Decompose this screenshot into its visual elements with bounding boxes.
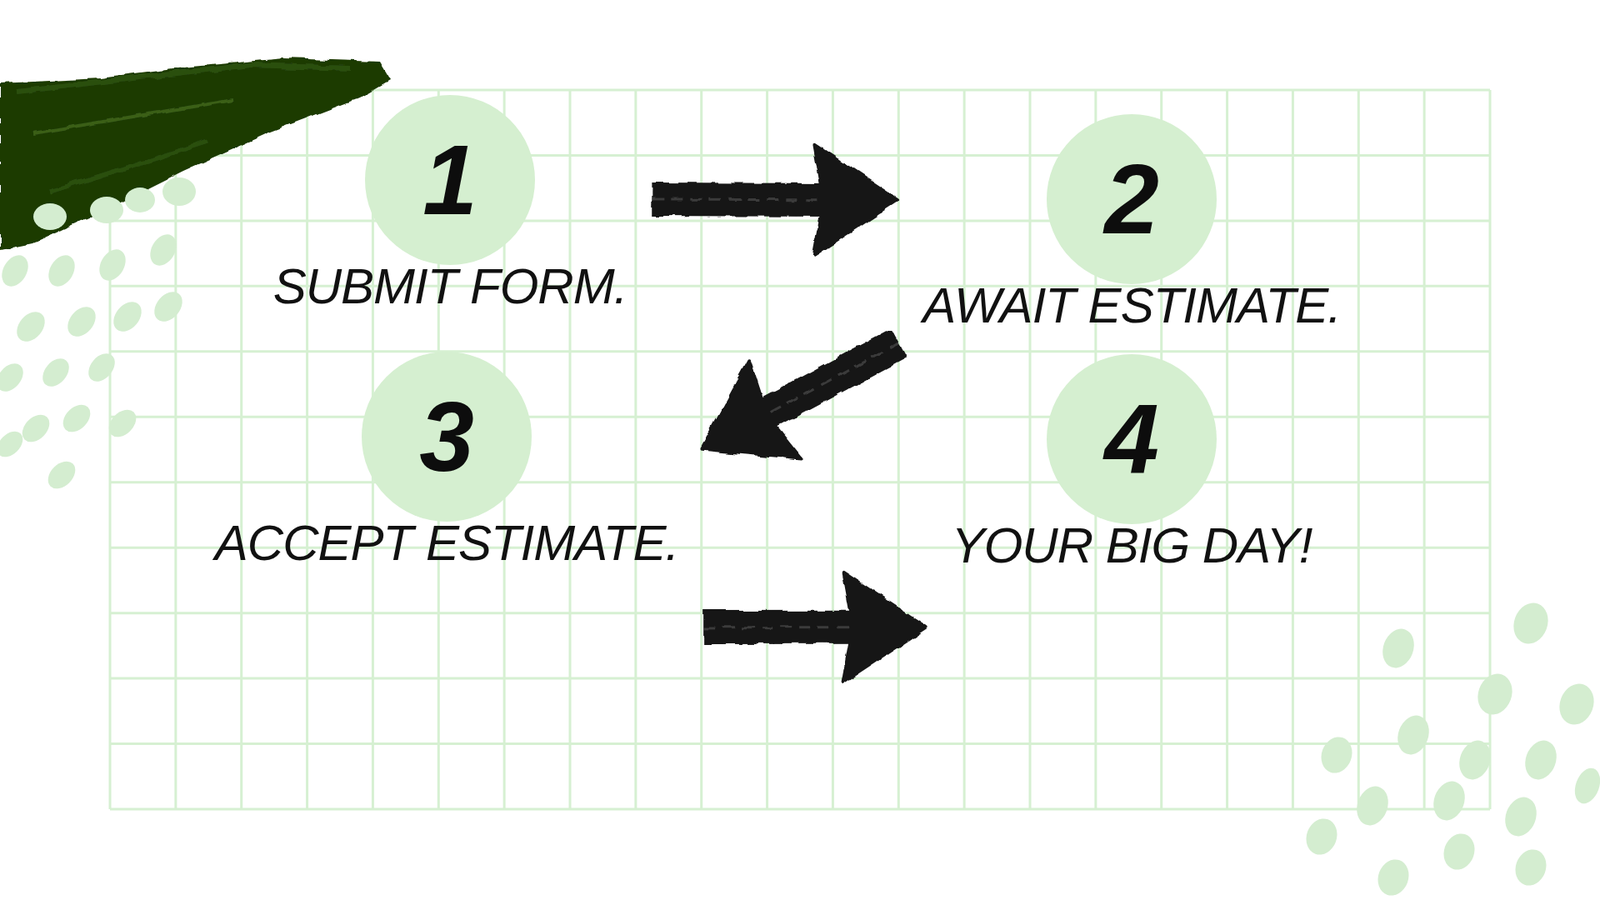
step-number: 1 bbox=[363, 93, 537, 267]
arrow-head bbox=[843, 572, 927, 683]
grid-line bbox=[110, 350, 1490, 353]
grid-line bbox=[110, 742, 1490, 745]
pencil-texture bbox=[760, 343, 900, 418]
step-circle: 2 bbox=[1045, 112, 1219, 286]
grid-line bbox=[897, 90, 900, 810]
grid-paper bbox=[110, 90, 1490, 810]
step-circle: 4 bbox=[1045, 352, 1219, 526]
step-number: 3 bbox=[360, 350, 534, 524]
arrow-head bbox=[814, 145, 898, 255]
grid-line bbox=[110, 808, 1490, 811]
grid-line bbox=[1225, 90, 1229, 810]
grid-line bbox=[240, 90, 243, 810]
grid-line bbox=[1291, 90, 1295, 810]
pencil-texture bbox=[703, 625, 860, 629]
step-number: 2 bbox=[1045, 112, 1219, 286]
grid-line bbox=[305, 90, 309, 810]
step-caption: YOUR BIG DAY! bbox=[951, 514, 1313, 578]
pencil-texture bbox=[651, 197, 831, 201]
sketch-arrow bbox=[703, 572, 927, 683]
step-node: 1SUBMIT FORM. bbox=[260, 93, 641, 319]
grid-line bbox=[1357, 90, 1360, 810]
step-node: 2AWAIT ESTIMATE. bbox=[909, 112, 1355, 338]
grid-line bbox=[1423, 90, 1426, 810]
grid-line bbox=[963, 90, 966, 810]
grid-line bbox=[569, 90, 572, 810]
arrow-shaft bbox=[651, 182, 831, 217]
step-caption: AWAIT ESTIMATE. bbox=[922, 274, 1341, 338]
decor-dots bbox=[0, 177, 1600, 900]
arrow-shaft bbox=[703, 610, 860, 645]
grid-line bbox=[110, 415, 1490, 419]
sketch-arrow bbox=[651, 145, 898, 255]
step-caption: SUBMIT FORM. bbox=[273, 255, 628, 319]
grid-line bbox=[634, 90, 637, 810]
grid-line bbox=[110, 480, 1490, 484]
sketch-arrow bbox=[701, 343, 899, 459]
step-circle: 3 bbox=[360, 350, 534, 524]
grid-line bbox=[110, 154, 1490, 157]
arrow-shaft bbox=[760, 343, 900, 418]
step-caption: ACCEPT ESTIMATE. bbox=[215, 511, 679, 575]
grid-line bbox=[110, 219, 1490, 222]
step-node: 3ACCEPT ESTIMATE. bbox=[201, 350, 692, 667]
grid-line bbox=[1029, 90, 1032, 810]
grid-line bbox=[110, 677, 1490, 680]
step-number: 4 bbox=[1045, 352, 1219, 526]
arrow-head bbox=[701, 360, 801, 458]
brush-stroke bbox=[0, 58, 390, 250]
step-circle: 1 bbox=[363, 93, 537, 267]
step-node: 4YOUR BIG DAY! bbox=[938, 352, 1326, 670]
